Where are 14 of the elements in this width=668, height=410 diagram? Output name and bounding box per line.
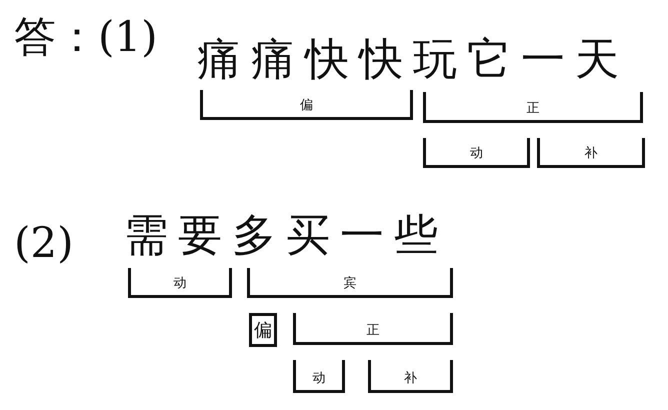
bracket-label: 动	[128, 268, 232, 298]
sentence-text: 需要多买一些	[124, 214, 448, 258]
answer-heading: (2)	[14, 222, 74, 264]
answer-heading: 答：(1)	[14, 16, 158, 58]
bracket-label: 宾	[247, 268, 453, 298]
bracket-label: 偏	[200, 90, 413, 120]
bracket-label: 正	[293, 313, 453, 345]
bracket-label: 补	[368, 360, 453, 393]
boxed-label: 偏	[249, 313, 277, 347]
bracket-label: 正	[423, 92, 643, 123]
bracket-label: 动	[293, 360, 345, 393]
sentence-text: 痛痛快快玩它一天	[197, 38, 629, 82]
bracket-label: 补	[537, 138, 645, 168]
bracket-label: 动	[423, 138, 530, 168]
